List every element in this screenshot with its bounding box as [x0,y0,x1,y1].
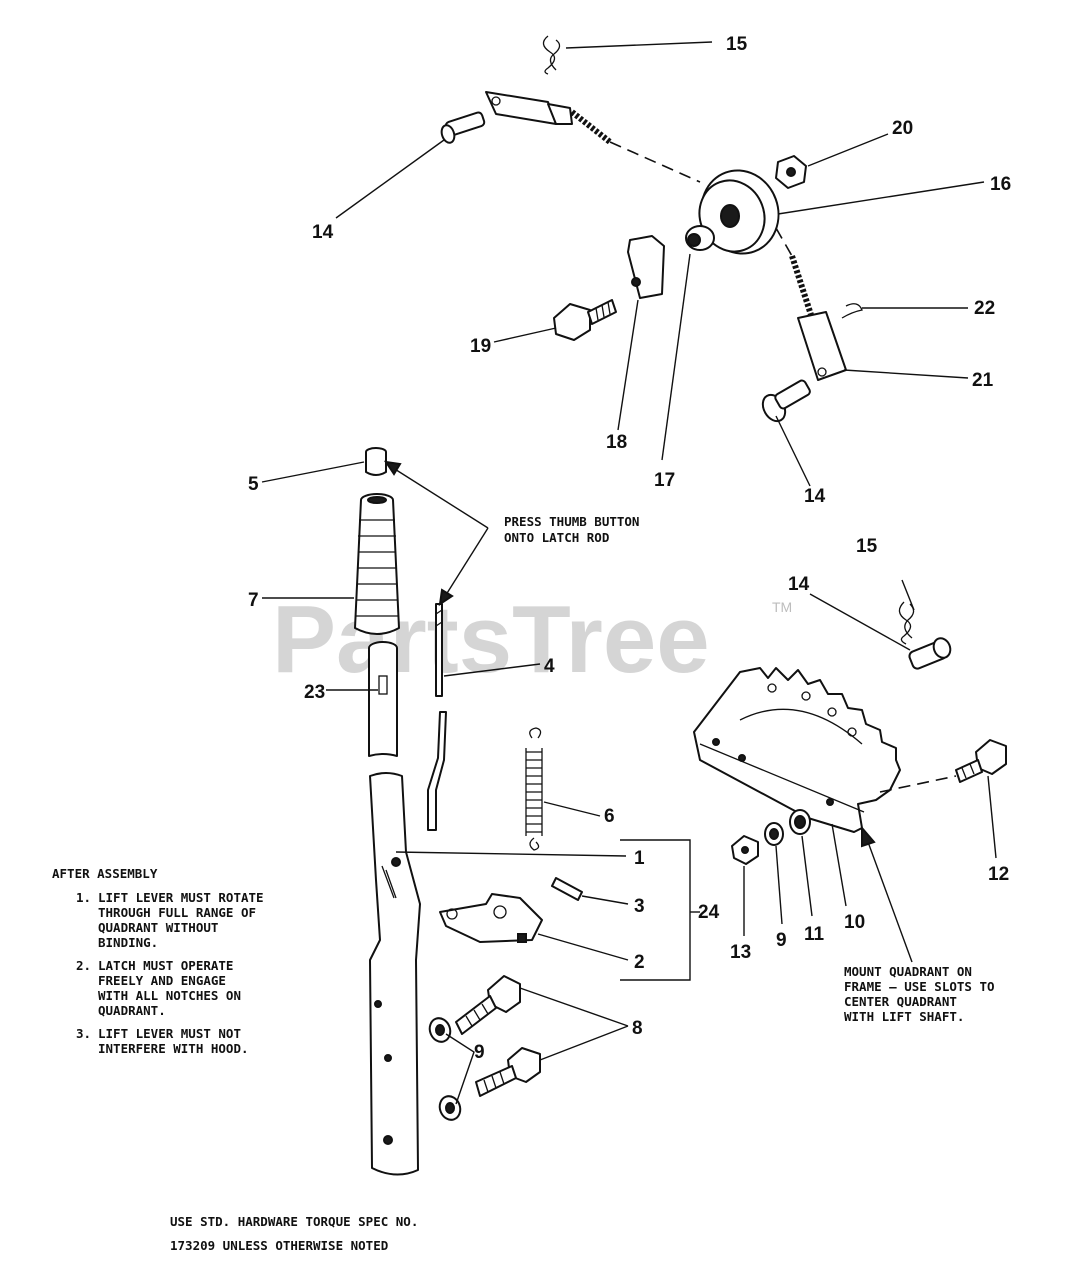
part-17-spacer [685,225,715,251]
part-5-thumb-button [365,447,387,476]
callout-14: 14 [804,486,826,507]
svg-text:MOUNT QUADRANT ON: MOUNT QUADRANT ON [844,964,972,979]
callout-3: 3 [634,896,645,917]
callout-15: 15 [856,536,878,557]
callout-4: 4 [544,656,555,677]
callout-23: 23 [304,682,325,703]
svg-text:BINDING.: BINDING. [98,935,158,950]
part-14-clevis-pin-mid [908,637,952,670]
callout-20: 20 [892,118,913,139]
part-18-bracket [627,235,665,299]
part-9-washer-lower [438,1095,462,1121]
part-9-washer-upper [428,1017,452,1043]
part-2-latch-bracket [439,893,543,943]
callout-14: 14 [788,574,810,595]
svg-text:173209 UNLESS OTHERWISE NOTED: 173209 UNLESS OTHERWISE NOTED [170,1238,388,1253]
svg-text:CENTER QUADRANT: CENTER QUADRANT [844,994,957,1009]
svg-text:WITH LIFT SHAFT.: WITH LIFT SHAFT. [844,1009,964,1024]
part-22-clip [841,303,863,319]
part-14-clevis-pin-right [761,379,811,423]
svg-text:INTERFERE WITH HOOD.: INTERFERE WITH HOOD. [98,1041,249,1056]
callout-numbers: 15 14 20 16 22 19 18 21 17 14 5 7 23 4 1… [248,34,1011,1063]
callout-18: 18 [606,432,627,453]
svg-text:WITH ALL NOTCHES ON: WITH ALL NOTCHES ON [98,988,241,1003]
watermark-tm: TM [772,599,792,615]
part-12-bolt [955,739,1007,783]
callout-22: 22 [974,298,995,319]
part-21-clevis [797,311,847,381]
callout-15: 15 [726,34,748,55]
callout-6: 6 [604,806,615,827]
svg-text:QUADRANT WITHOUT: QUADRANT WITHOUT [98,920,218,935]
callout-8: 8 [632,1018,643,1039]
part-13-nut [731,835,759,865]
svg-text:USE STD. HARDWARE TORQUE SPEC: USE STD. HARDWARE TORQUE SPEC NO. [170,1214,418,1229]
part-15-hairpin-clip-right [898,601,915,645]
part-20-nut [775,155,807,189]
note-torque-spec: USE STD. HARDWARE TORQUE SPEC NO. 173209… [170,1214,418,1253]
svg-text:3.: 3. [76,1026,91,1041]
callout-21: 21 [972,370,994,391]
part-16-pulley [698,169,780,255]
part-19-thumb-bolt [553,299,617,341]
part-6-spring [525,727,543,851]
svg-text:2.: 2. [76,958,91,973]
bolt-dash [879,775,957,793]
svg-text:LIFT LEVER MUST NOT: LIFT LEVER MUST NOT [98,1026,241,1041]
part-9-washer-quadrant [764,822,784,846]
callout-12: 12 [988,864,1009,885]
callout-17: 17 [654,470,675,491]
cable-dash-top [609,141,701,183]
part-15-hairpin-clip-top [542,35,561,75]
callout-9: 9 [474,1042,485,1063]
part-14-clevis-pin-top [440,111,486,144]
svg-text:LATCH MUST OPERATE: LATCH MUST OPERATE [98,958,233,973]
part-11-lockwasher [789,809,811,835]
callout-7: 7 [248,590,259,611]
callout-1: 1 [634,848,645,869]
svg-text:1.: 1. [76,890,91,905]
callout-9: 9 [776,930,787,951]
callout-11: 11 [804,924,825,945]
leader-lines [261,41,997,1105]
part-3-roll-pin [551,877,583,901]
svg-text:THROUGH FULL RANGE OF: THROUGH FULL RANGE OF [98,905,256,920]
svg-text:FREELY AND ENGAGE: FREELY AND ENGAGE [98,973,226,988]
svg-text:PRESS THUMB BUTTON: PRESS THUMB BUTTON [504,514,639,529]
part-8-bolt-upper [455,975,521,1035]
note-press-thumb-button: PRESS THUMB BUTTON ONTO LATCH ROD [504,514,639,545]
part-7-grip [354,493,400,635]
note-mount-quadrant: MOUNT QUADRANT ON FRAME — USE SLOTS TO C… [844,964,995,1024]
callout-2: 2 [634,952,645,973]
callout-16: 16 [990,174,1011,195]
part-23-lever-tube [368,641,398,757]
cable-lower [789,255,815,319]
svg-text:AFTER ASSEMBLY: AFTER ASSEMBLY [52,866,158,881]
svg-text:QUADRANT.: QUADRANT. [98,1003,166,1018]
svg-text:ONTO LATCH ROD: ONTO LATCH ROD [504,530,609,545]
part-10-quadrant [693,667,901,833]
watermark: PartsTree [272,586,710,693]
note-after-assembly: AFTER ASSEMBLY 1. LIFT LEVER MUST ROTATE… [52,866,264,1056]
callout-5: 5 [248,474,259,495]
part-1-lift-lever [369,772,421,1176]
part-8-bolt-lower [475,1047,541,1097]
callout-24: 24 [698,902,720,923]
svg-text:FRAME — USE SLOTS TO: FRAME — USE SLOTS TO [844,979,995,994]
cable-dash-lower [775,227,793,257]
svg-text:LIFT LEVER MUST ROTATE: LIFT LEVER MUST ROTATE [98,890,264,905]
callout-14: 14 [312,222,334,243]
callout-13: 13 [730,942,751,963]
callout-10: 10 [844,912,865,933]
part-clevis-cable-top [485,91,612,145]
callout-19: 19 [470,336,491,357]
